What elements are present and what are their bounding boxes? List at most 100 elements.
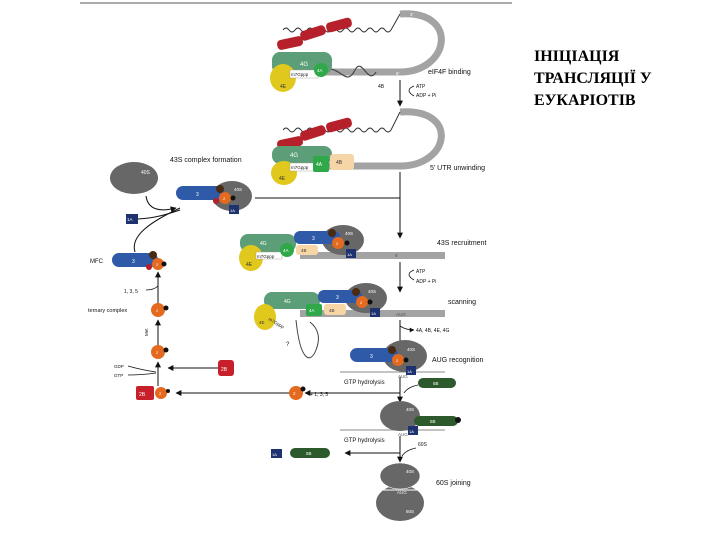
ribosome-80s-60s — [376, 485, 424, 521]
mrna-3-label-1: 3' — [410, 12, 414, 17]
eif3-scan — [318, 290, 362, 303]
mrna-loop-2 — [300, 108, 445, 170]
factor-60s-incoming: 60S — [418, 442, 428, 448]
eif4a-1-label: 4A — [317, 68, 323, 73]
arrow-group-3: ATP ADP + Pi — [397, 262, 436, 293]
step-utr-unwinding-label: 5' UTR unwinding — [430, 165, 485, 172]
scanning-mrna-loop — [295, 319, 319, 359]
step-43s-recruitment-label: 43S recruitment — [437, 240, 486, 247]
eif3-mfc-label: 3 — [132, 259, 135, 265]
eif1a-scan-label: 1A — [371, 311, 376, 316]
pabp-2c — [326, 117, 352, 133]
eif1a-43s-label: 1A — [230, 208, 235, 213]
gdp-label: GDP — [114, 364, 124, 369]
ribosome-80s-40s-label: 40S — [406, 469, 414, 474]
atp-label-3: ATP — [416, 269, 426, 275]
eif5b-bound — [414, 416, 458, 426]
adp-label-3: ADP + Pi — [416, 279, 436, 285]
eif1a-80s-label: 1A — [409, 429, 414, 434]
eif3-recruit-label: 3 — [312, 236, 315, 242]
eif5-recruit — [328, 229, 336, 237]
mrna-5utr-hairpin-1 — [319, 65, 377, 78]
arrow-group-1: 4B ATP ADP + Pi — [378, 80, 436, 107]
panel-scanning: 4G 4E m7Gppp 4A 4B 40S 3 2 1A AUG ? scan… — [254, 283, 476, 359]
eif5b-join-curve — [403, 384, 419, 394]
panel-43s-recruitment: 4G 4E m7Gppp 4A 4B 40S 3 2 1A 5' 43S rec… — [239, 225, 486, 271]
eif4a-3 — [280, 243, 294, 257]
eif1a-free — [126, 214, 138, 224]
eif3-43s — [176, 186, 224, 200]
eif4g-2-label: 4G — [290, 153, 298, 159]
eif2-gtp-dot — [163, 347, 169, 353]
step-43s-formation-label: 43S complex formation — [170, 157, 242, 164]
ribosome-80s-5b-label: 40S — [406, 407, 414, 412]
eif3-43s-label: 3 — [196, 192, 199, 198]
eif4e-4 — [254, 304, 276, 330]
eif1a-aug-label: 1A — [407, 369, 412, 374]
ribosome-80s-40s — [379, 462, 421, 490]
step-scanning-label: scanning — [448, 299, 476, 306]
step-60s-joining-label: 60S joining — [436, 480, 471, 487]
eif4b-3-label: 4B — [301, 248, 307, 253]
aug-label-80s-final: AUG — [397, 490, 407, 495]
pabp-1a — [276, 36, 304, 50]
eif1-43s — [213, 198, 219, 204]
eif4g-4 — [264, 292, 320, 309]
join-60s-curve — [401, 447, 417, 457]
step-eif4f-binding-label: eIF4F binding — [428, 69, 471, 76]
factors-135-curve — [145, 285, 159, 291]
panel-recycling: MFC 3 2 1, 3, 5 ternary complex 2 Met 2 … — [88, 207, 234, 400]
ribosome-43s-label: 40S — [234, 187, 242, 192]
arrow-group-6: GTP hydrolysis 60S 5B 1A — [271, 436, 428, 463]
eif5-scan — [352, 288, 360, 296]
eif5b-incoming-label: 5B — [433, 381, 439, 386]
ribosome-80s-60s-label: 60S — [406, 509, 414, 514]
eif4e-1 — [270, 64, 296, 92]
eif2-43s — [219, 192, 231, 204]
eif2b-complex — [136, 386, 154, 400]
eif4e-3 — [239, 245, 263, 271]
aug-label-80s: AUG — [398, 432, 408, 437]
eif2-scan-label: 2 — [360, 300, 363, 305]
eif4e-2-label: 4E — [279, 176, 286, 182]
eif5b-incoming — [418, 378, 456, 388]
eif4a-2 — [313, 156, 329, 172]
eif4b-3 — [296, 245, 318, 255]
atp-curve-1 — [408, 85, 415, 97]
eif1a-free-label: 1A — [127, 217, 133, 222]
eif2-mfc — [152, 258, 164, 270]
gdp-gtp-curve — [127, 365, 157, 376]
mrna-5-label-1: 5' — [396, 71, 400, 76]
factors-135-label: 1, 3, 5 — [124, 289, 138, 295]
aug-label-scan: AUG — [396, 312, 406, 317]
eif2-ternary — [151, 303, 165, 317]
eif5b-gtp — [455, 417, 461, 423]
pabp-1b — [300, 25, 326, 41]
eif2-aug — [392, 354, 404, 366]
eif1a-80s — [408, 426, 418, 435]
panel-43s-formation: 40S 43S complex formation 1A 40S 3 2 1A — [110, 157, 403, 239]
eif1a-aug — [406, 366, 416, 375]
step-gtp-hydrolysis-2-label: GTP hydrolysis — [344, 438, 385, 444]
eif2-recruit — [332, 237, 344, 249]
atp-label-1: ATP — [416, 84, 426, 90]
eif4a-1 — [314, 63, 328, 77]
panel-80s-5b: 40S 5B 1A AUG — [340, 401, 461, 437]
panel-eif4f-binding: 4G 4E m7Gppp 4A eIF4F binding 5' 3' — [270, 10, 471, 92]
eif2b-free — [218, 360, 234, 376]
cap-1-label: m7Gppp — [291, 72, 309, 77]
eif4e-3-label: 4E — [246, 262, 253, 268]
mrna-5-label-3: 5' — [395, 253, 399, 258]
eif1a-recruit — [346, 249, 356, 258]
panel-utr-unwinding: 4G 4E m7Gppp 4A 4B 5' UTR unwinding — [271, 108, 485, 185]
release-curve-4 — [399, 325, 415, 333]
eif4b-4-label: 4B — [329, 308, 335, 313]
eif4a-3-label: 4A — [283, 248, 289, 253]
eif2-mfc-label: 2 — [156, 262, 159, 267]
arrow-1a-to-43s — [137, 209, 181, 220]
eif2-scan — [356, 296, 368, 308]
eif1a-released — [271, 449, 282, 458]
eif2b-complex-label: 2B — [139, 392, 146, 398]
panel-60s-joining: 60S 40S AUG 60S joining — [340, 462, 471, 521]
met-trna-43s — [230, 195, 236, 201]
